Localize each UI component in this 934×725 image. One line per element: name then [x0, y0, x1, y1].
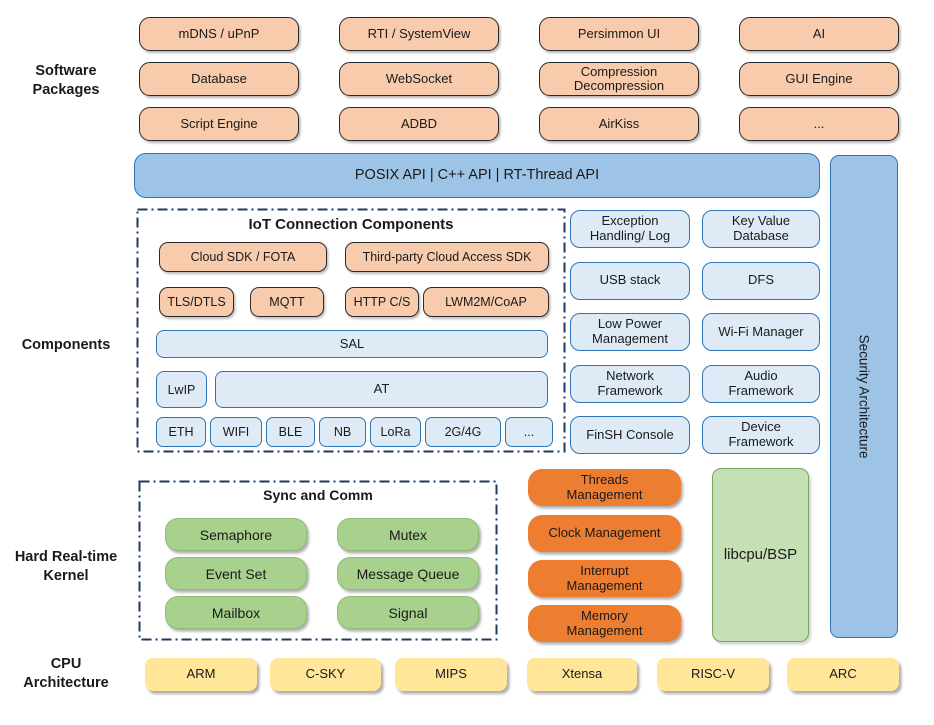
kernel-box-memory-management: Memory Management — [528, 605, 681, 642]
package-box: AirKiss — [539, 107, 699, 141]
iot-dashed-border — [136, 208, 566, 453]
section-label-cpu-architecture: CPU Architecture — [23, 656, 109, 691]
iot-box-ellipsis: ... — [505, 417, 553, 447]
kernel-box-threads-management: Threads Management — [528, 469, 681, 506]
component-box-key-value-database: Key Value Database — [702, 210, 820, 248]
iot-box-nb: NB — [319, 417, 366, 447]
iot-box-tls-dtls: TLS/DTLS — [159, 287, 234, 317]
package-box: Script Engine — [139, 107, 299, 141]
iot-box-wifi: WIFI — [210, 417, 262, 447]
package-box: AI — [739, 17, 899, 51]
api-bar: POSIX API | C++ API | RT-Thread API — [134, 153, 820, 198]
iot-group-title: IoT Connection Components — [248, 216, 454, 233]
kernel-box-semaphore: Semaphore — [165, 518, 307, 551]
package-box: mDNS / uPnP — [139, 17, 299, 51]
package-box: Persimmon UI — [539, 17, 699, 51]
iot-box-lwm2m-coap: LWM2M/CoAP — [423, 287, 549, 317]
component-box-audio-framework: Audio Framework — [702, 364, 820, 403]
software-packages-grid: mDNS / uPnP RTI / SystemView Persimmon U… — [139, 17, 899, 141]
cpu-box-csky: C-SKY — [270, 658, 381, 691]
kernel-box-clock-management: Clock Management — [528, 515, 681, 552]
iot-box-ble: BLE — [266, 417, 315, 447]
kernel-box-signal: Signal — [337, 596, 479, 629]
section-label-software-packages: Software Packages — [32, 63, 100, 98]
iot-box-thirdparty-cloud: Third-party Cloud Access SDK — [345, 242, 549, 272]
component-box-low-power: Low Power Management — [570, 313, 690, 351]
package-box: RTI / SystemView — [339, 17, 499, 51]
package-box: WebSocket — [339, 62, 499, 96]
cpu-box-arc: ARC — [787, 658, 899, 691]
section-label-kernel: Hard Real-time Kernel — [14, 549, 118, 584]
kernel-box-event-set: Event Set — [165, 557, 307, 590]
kernel-box-message-queue: Message Queue — [337, 557, 479, 590]
component-box-device-framework: Device Framework — [702, 416, 820, 454]
component-box-exception-handling: Exception Handling/ Log — [570, 210, 690, 248]
kernel-box-mailbox: Mailbox — [165, 596, 307, 629]
sync-grid: Semaphore Mutex Event Set Message Queue … — [165, 518, 479, 629]
component-box-wifi-manager: Wi-Fi Manager — [702, 313, 820, 351]
section-label-components: Components — [21, 337, 111, 353]
security-architecture-bar: Security Architecture — [830, 155, 898, 638]
component-box-network-framework: Network Framework — [570, 364, 690, 403]
iot-box-cloud-sdk: Cloud SDK / FOTA — [159, 242, 327, 272]
iot-box-http: HTTP C/S — [345, 287, 419, 317]
iot-link-row: ETH WIFI BLE NB LoRa 2G/4G ... — [156, 417, 553, 447]
iot-box-lwip: LwIP — [156, 371, 207, 408]
kernel-box-interrupt-management: Interrupt Management — [528, 560, 681, 597]
cpu-box-mips: MIPS — [395, 658, 507, 691]
cpu-box-arm: ARM — [145, 658, 257, 691]
component-box-finsh-console: FinSH Console — [570, 416, 690, 454]
sync-group-title: Sync and Comm — [263, 487, 373, 503]
iot-box-lora: LoRa — [370, 417, 421, 447]
package-box: ADBD — [339, 107, 499, 141]
kernel-box-mutex: Mutex — [337, 518, 479, 551]
sync-and-comm-group: Sync and Comm — [138, 480, 498, 641]
security-architecture-label: Security Architecture — [856, 334, 872, 459]
iot-box-eth: ETH — [156, 417, 206, 447]
libcpu-bsp-box: libcpu/BSP — [712, 468, 809, 642]
iot-connection-components-group: IoT Connection Components — [136, 208, 566, 453]
component-box-dfs: DFS — [702, 261, 820, 300]
package-box: Database — [139, 62, 299, 96]
cpu-box-xtensa: Xtensa — [527, 658, 637, 691]
cpu-box-riscv: RISC-V — [657, 658, 769, 691]
component-box-usb-stack: USB stack — [570, 261, 690, 300]
sync-dashed-border — [138, 480, 498, 641]
iot-box-sal: SAL — [156, 330, 548, 358]
package-box: ... — [739, 107, 899, 141]
iot-box-2g4g: 2G/4G — [425, 417, 501, 447]
package-box: GUI Engine — [739, 62, 899, 96]
package-box: Compression Decompression — [539, 62, 699, 96]
components-grid: Exception Handling/ Log Key Value Databa… — [570, 210, 820, 454]
iot-box-at: AT — [215, 371, 548, 408]
iot-box-mqtt: MQTT — [250, 287, 324, 317]
